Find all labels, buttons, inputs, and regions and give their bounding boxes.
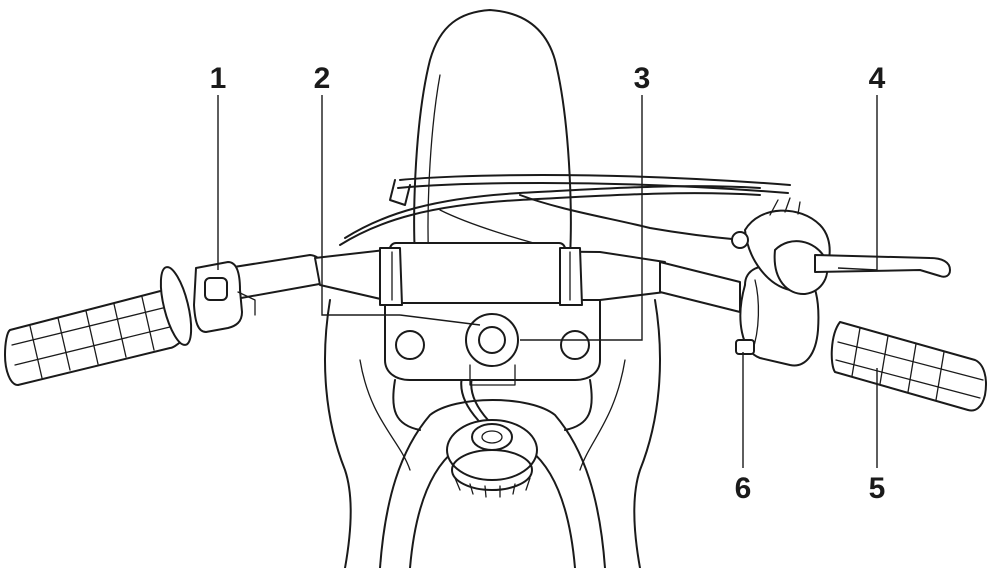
control-cables: [340, 175, 790, 250]
fuel-cap: [447, 420, 537, 497]
right-grip: [832, 322, 986, 410]
callout-6: 6: [735, 472, 752, 505]
callout-4: 4: [869, 62, 886, 95]
callout-5: 5: [869, 472, 886, 505]
callout-2: 2: [314, 62, 331, 95]
left-grip: [5, 264, 197, 385]
callout-1: 1: [210, 62, 227, 95]
top-triple-clamp: [385, 300, 600, 385]
brake-lever: [815, 255, 950, 277]
callout-3: 3: [634, 62, 651, 95]
handlebar-pad: [380, 243, 582, 305]
leader-4: [838, 95, 877, 270]
